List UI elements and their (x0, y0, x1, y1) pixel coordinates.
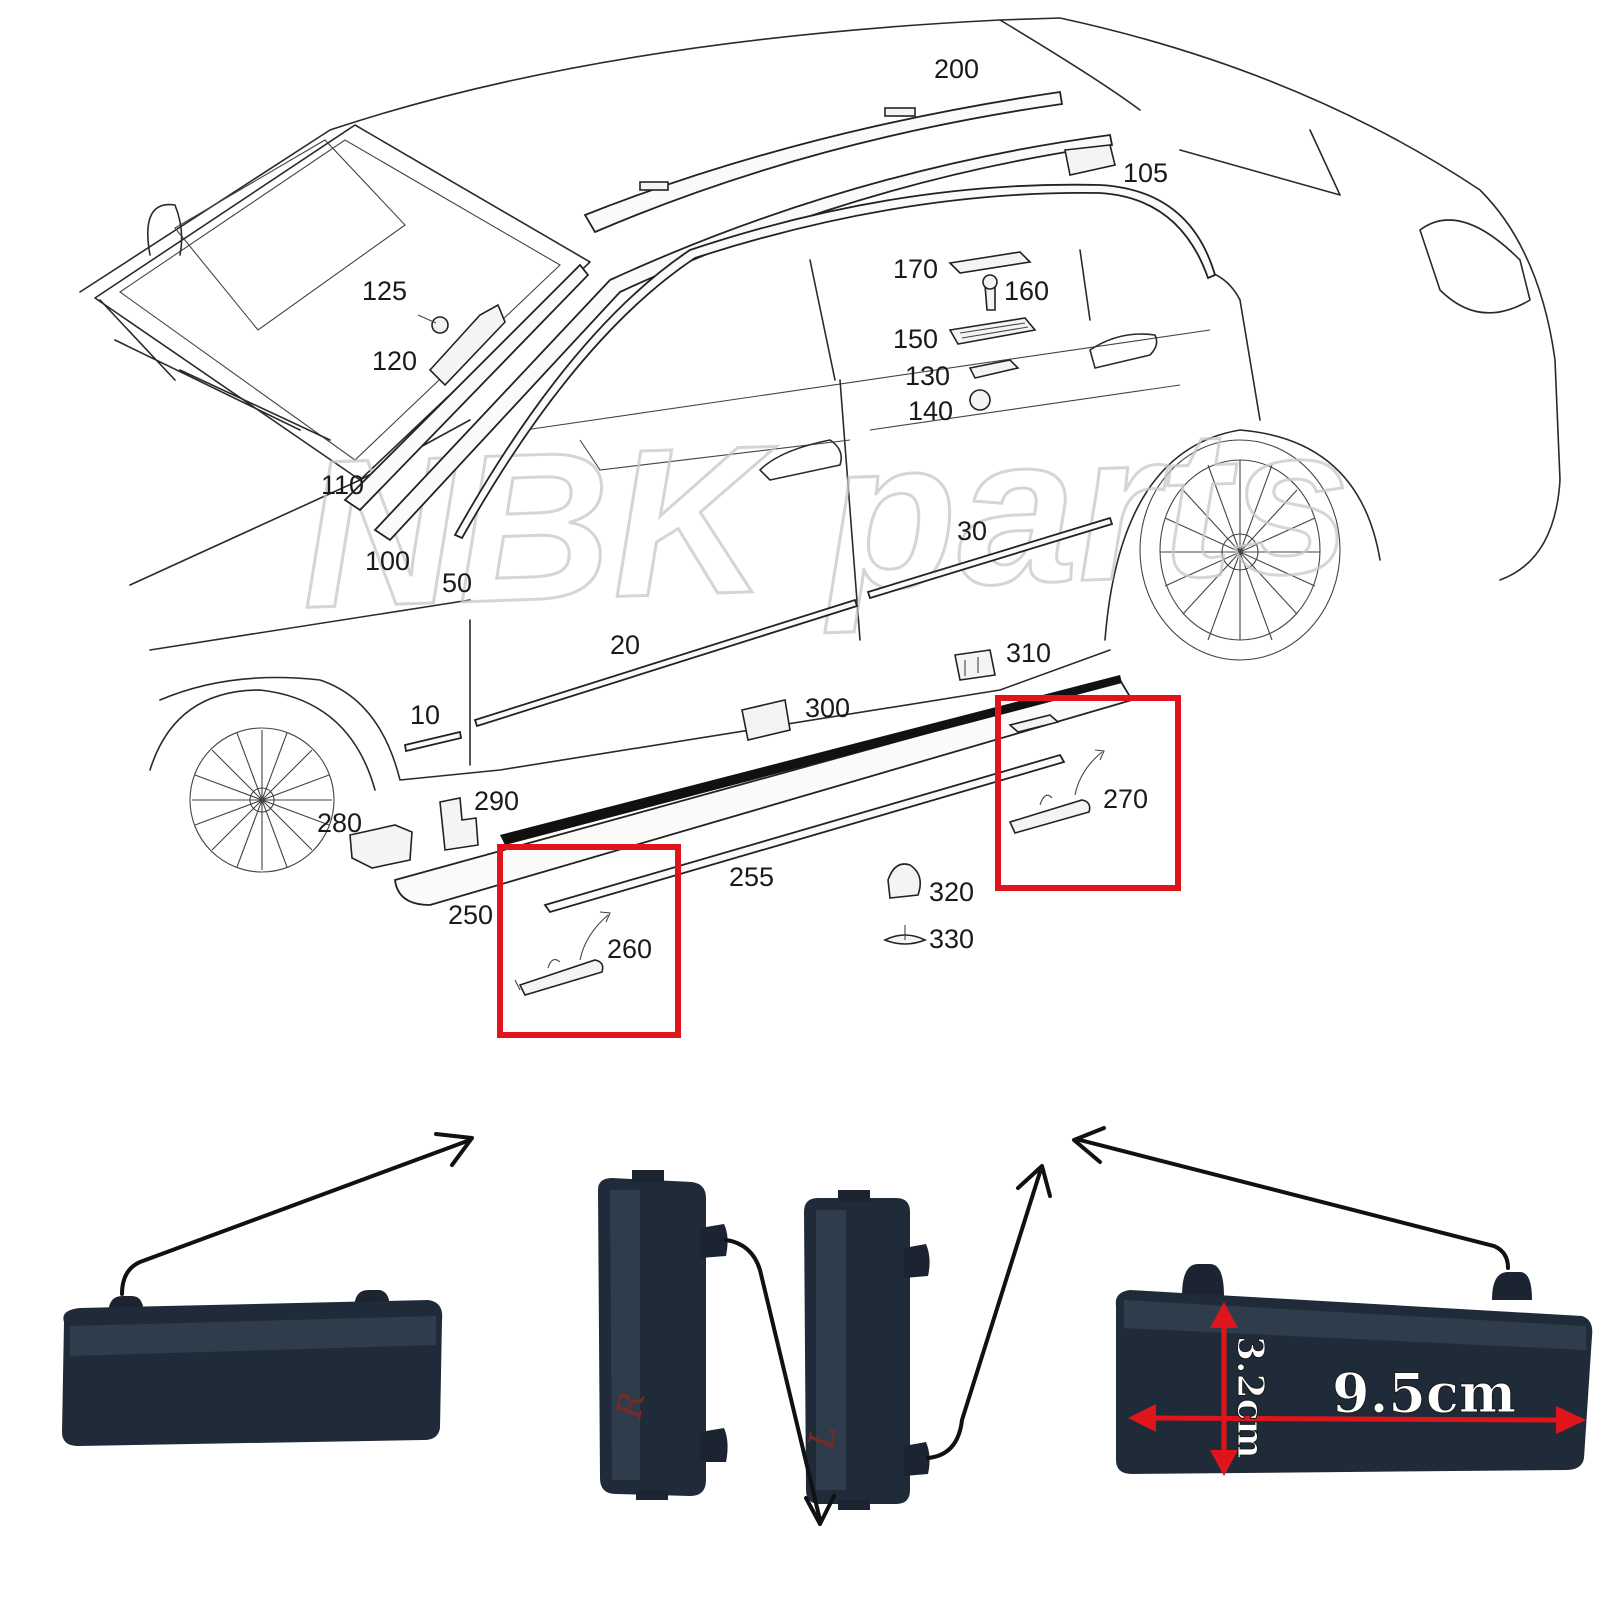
highlight-box-260 (497, 844, 681, 1038)
arrow-right-cap (1078, 1138, 1510, 1270)
label-125: 125 (362, 276, 407, 306)
label-330: 330 (929, 924, 974, 954)
label-250: 250 (448, 900, 493, 930)
part-200-tab-a (884, 107, 916, 117)
dimension-height-text: 3.2cm (1229, 1336, 1271, 1459)
part-120-bracket (428, 303, 506, 387)
part-310-clip (954, 649, 996, 681)
car-outline (79, 17, 1561, 873)
part-110-pillar-trim (343, 263, 590, 512)
label-150: 150 (893, 324, 938, 354)
cap-photo-center-b: L (801, 1190, 930, 1510)
label-310: 310 (1006, 638, 1051, 668)
arrow-left-cap (120, 1138, 472, 1296)
part-125-screw (431, 316, 449, 334)
part-150-handle-cover (948, 317, 1037, 345)
part-250-sill-stripe (500, 675, 1122, 845)
label-270: 270 (1103, 784, 1148, 814)
label-290: 290 (474, 786, 519, 816)
label-280: 280 (317, 808, 362, 838)
label-120: 120 (372, 346, 417, 376)
label-105: 105 (1123, 158, 1168, 188)
rear-wheel (1104, 429, 1381, 661)
cap-photo-left (62, 1132, 474, 1446)
label-100: 100 (365, 546, 410, 576)
part-320-clip (887, 863, 921, 899)
label-110: 110 (321, 470, 364, 500)
part-255-sill-trim (543, 753, 1066, 914)
label-20: 20 (610, 630, 640, 660)
part-130-bracket (968, 359, 1020, 379)
part-20-moulding (473, 598, 859, 728)
part-200-tab-b (639, 181, 669, 191)
part-260-cap-drawing (514, 911, 611, 996)
part-10-moulding (403, 730, 463, 753)
part-200-roof-rail (583, 90, 1064, 234)
cap-photo-center-a: R (598, 1170, 728, 1500)
label-50: 50 (442, 568, 472, 598)
arrow-center-a (724, 1238, 822, 1522)
part-170-cover (948, 251, 1032, 274)
highlight-box-270 (995, 695, 1181, 891)
part-140-grommet (969, 389, 991, 411)
dimension-width-arrow (1149, 1415, 1563, 1423)
label-160: 160 (1004, 276, 1049, 306)
part-30-moulding (866, 516, 1114, 600)
dimension-width-text: 9.5cm (1332, 1361, 1516, 1425)
label-130: 130 (905, 361, 950, 391)
part-270-cap-drawing (1008, 714, 1105, 834)
part-280-bracket (349, 824, 413, 869)
label-200: 200 (934, 54, 979, 84)
label-260: 260 (607, 934, 652, 964)
label-255: 255 (729, 862, 774, 892)
label-30: 30 (957, 516, 987, 546)
part-50-window-trim (453, 183, 1217, 540)
label-320: 320 (929, 877, 974, 907)
label-10: 10 (410, 700, 440, 730)
label-140: 140 (908, 396, 953, 426)
part-number-labels: 200 105 170 160 150 130 140 125 120 110 … (317, 54, 1168, 964)
part-290-bracket (439, 797, 479, 851)
arrow-center-b (926, 1170, 1042, 1460)
cap-photo-right: 9.5cm 3.2cm (1072, 1126, 1593, 1476)
front-wheel (149, 689, 376, 873)
label-300: 300 (805, 693, 850, 723)
part-105-clip (1064, 144, 1116, 176)
label-170: 170 (893, 254, 938, 284)
part-300-clip (741, 699, 791, 741)
